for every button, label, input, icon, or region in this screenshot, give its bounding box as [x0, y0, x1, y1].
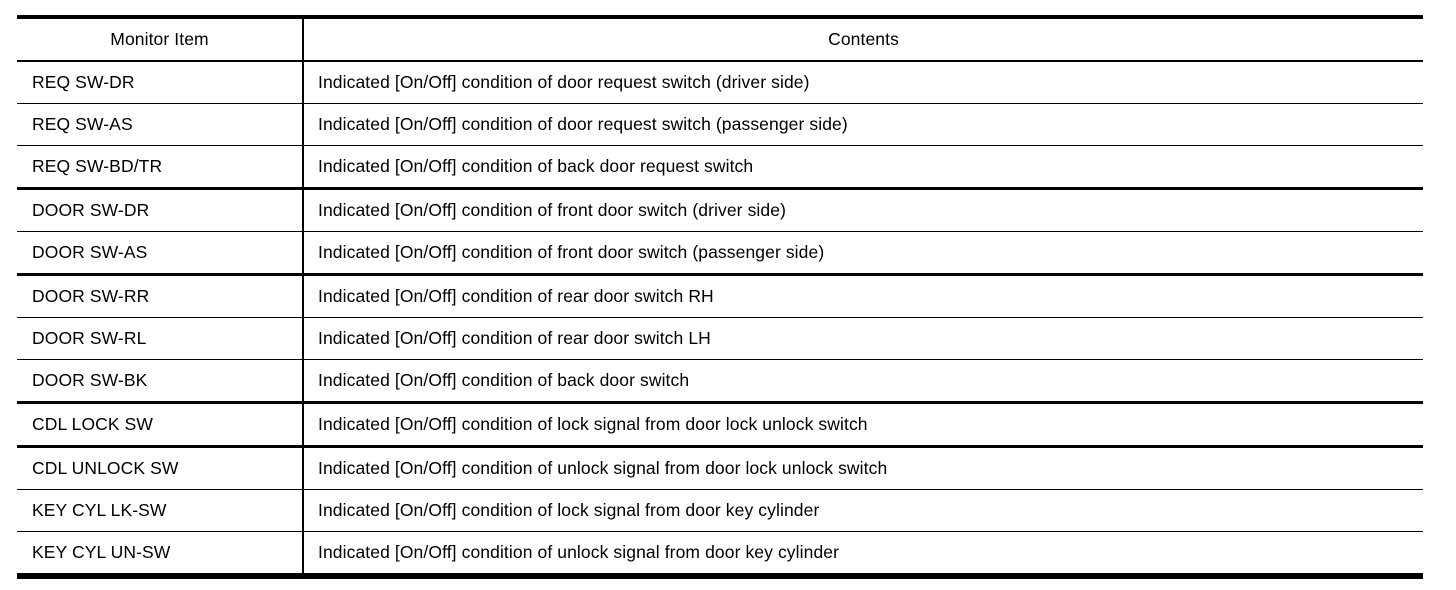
- monitor-item-cell: REQ SW-AS: [17, 103, 304, 146]
- contents-cell: Indicated [On/Off] condition of rear doo…: [303, 317, 1423, 360]
- column-header-contents: Contents: [303, 17, 1423, 62]
- contents-cell: Indicated [On/Off] condition of lock sig…: [303, 489, 1423, 532]
- monitor-item-cell: CDL LOCK SW: [17, 402, 304, 448]
- monitor-item-cell: REQ SW-DR: [17, 61, 304, 104]
- monitor-item-cell: CDL UNLOCK SW: [17, 446, 304, 490]
- monitor-item-cell: KEY CYL UN-SW: [17, 531, 304, 577]
- contents-cell: Indicated [On/Off] condition of back doo…: [303, 359, 1423, 404]
- monitor-item-cell: KEY CYL LK-SW: [17, 489, 304, 532]
- monitor-item-cell: DOOR SW-DR: [17, 188, 304, 232]
- contents-cell: Indicated [On/Off] condition of door req…: [303, 61, 1423, 104]
- contents-cell: Indicated [On/Off] condition of rear doo…: [303, 274, 1423, 318]
- monitor-item-cell: DOOR SW-AS: [17, 231, 304, 276]
- contents-cell: Indicated [On/Off] condition of unlock s…: [303, 446, 1423, 490]
- contents-cell: Indicated [On/Off] condition of front do…: [303, 188, 1423, 232]
- contents-cell: Indicated [On/Off] condition of lock sig…: [303, 402, 1423, 448]
- contents-cell: Indicated [On/Off] condition of back doo…: [303, 145, 1423, 190]
- column-header-monitor-item: Monitor Item: [17, 17, 304, 62]
- contents-cell: Indicated [On/Off] condition of door req…: [303, 103, 1423, 146]
- monitor-item-cell: DOOR SW-RR: [17, 274, 304, 318]
- monitor-item-cell: DOOR SW-BK: [17, 359, 304, 404]
- monitor-item-cell: DOOR SW-RL: [17, 317, 304, 360]
- table-header-row: Monitor Item Contents: [17, 17, 1423, 62]
- contents-cell: Indicated [On/Off] condition of front do…: [303, 231, 1423, 276]
- contents-cell: Indicated [On/Off] condition of unlock s…: [303, 531, 1423, 577]
- monitor-item-cell: REQ SW-BD/TR: [17, 145, 304, 190]
